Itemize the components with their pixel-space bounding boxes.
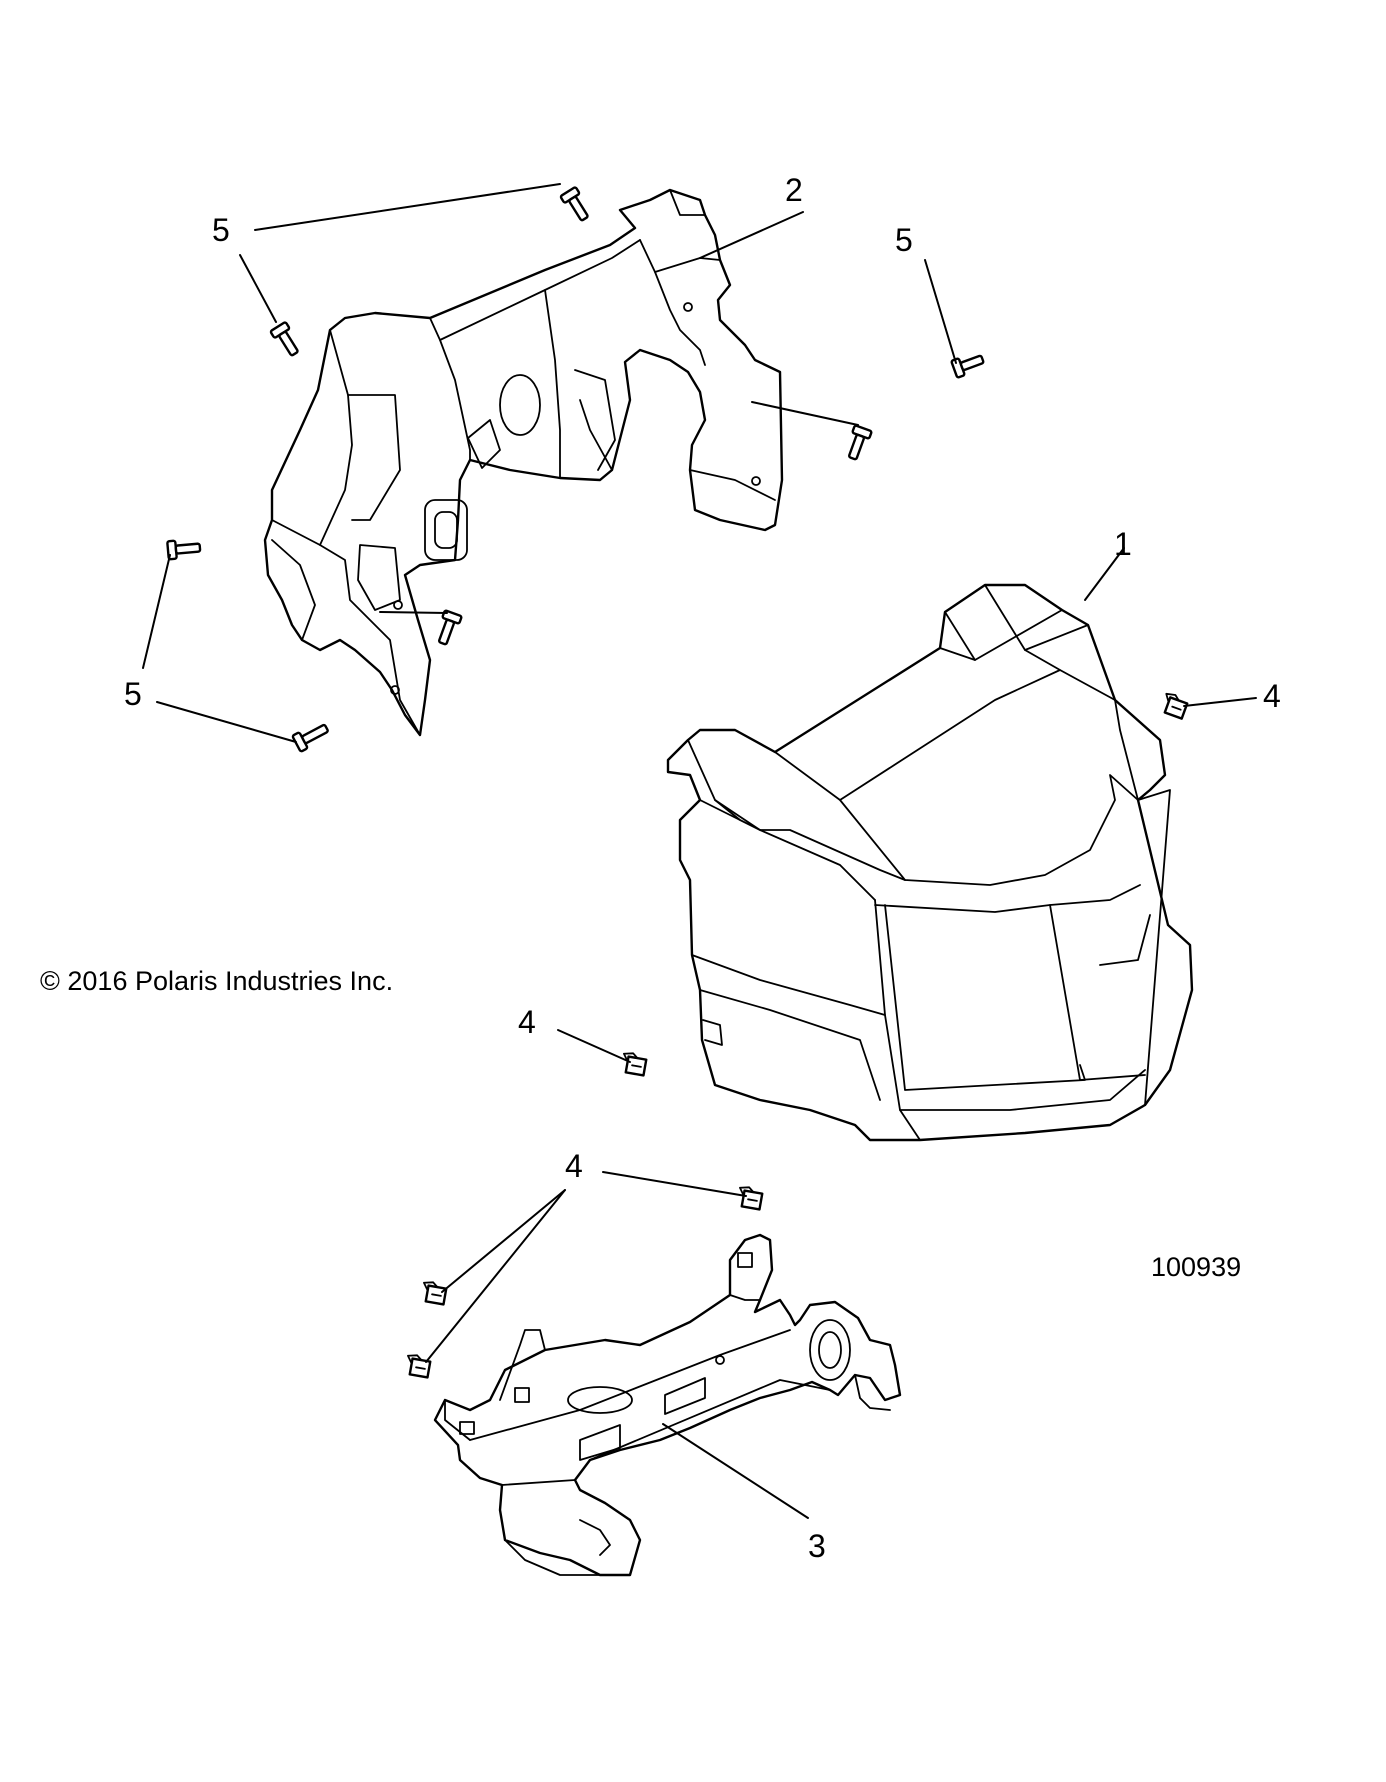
callout-2: 2 — [785, 172, 803, 208]
part-4-clips — [407, 692, 1189, 1379]
part-5-screws — [166, 186, 985, 753]
callout-4a: 4 — [1263, 678, 1281, 714]
figure-number: 100939 — [1151, 1252, 1242, 1282]
callout-5c: 5 — [124, 676, 142, 712]
leader-lines — [142, 183, 1257, 1519]
callout-5a: 5 — [212, 212, 230, 248]
callout-4c: 4 — [565, 1148, 583, 1184]
copyright-notice: © 2016 Polaris Industries Inc. — [40, 966, 394, 996]
part-3-bracket — [433, 1233, 902, 1577]
part-2-housing — [263, 188, 784, 737]
callout-3: 3 — [808, 1528, 826, 1564]
callout-4b: 4 — [518, 1004, 536, 1040]
callout-5b: 5 — [895, 222, 913, 258]
callout-1: 1 — [1114, 526, 1132, 562]
part-1-headlight-cover — [666, 583, 1194, 1142]
